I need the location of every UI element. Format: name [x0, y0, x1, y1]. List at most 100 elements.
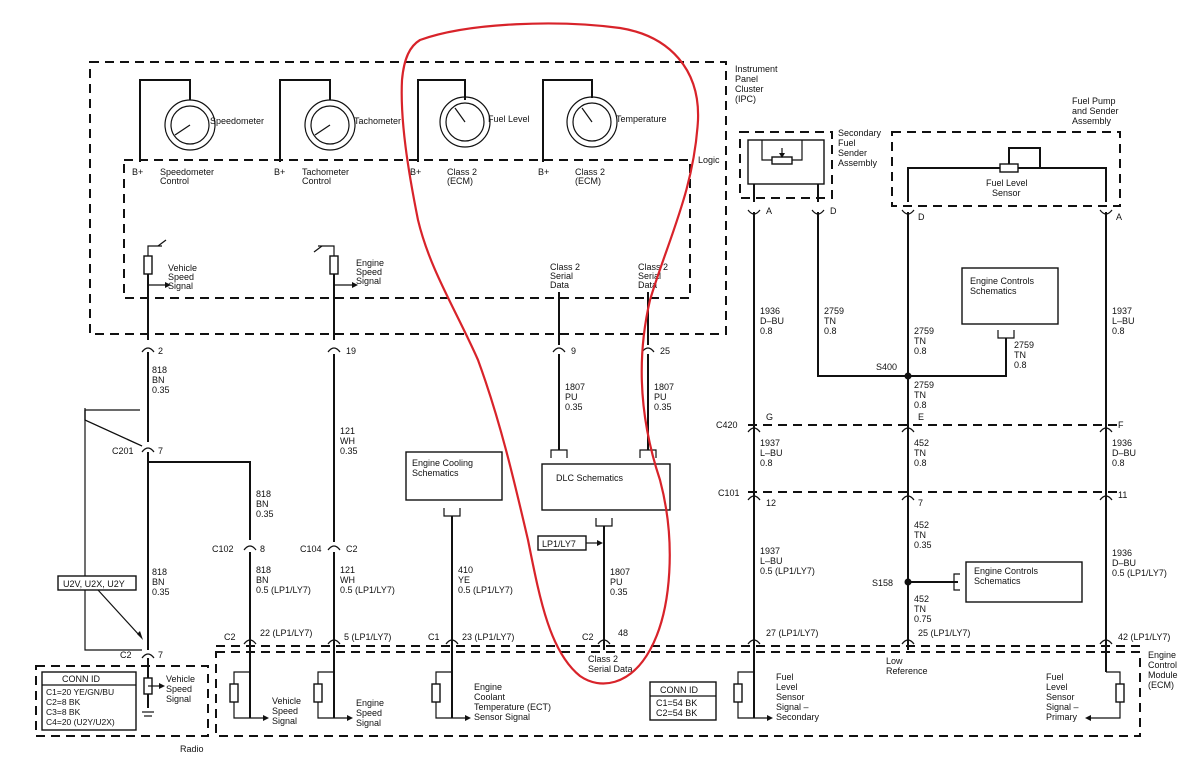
- svg-text:(IPC): (IPC): [735, 94, 756, 104]
- svg-text:5 (LP1/LY7): 5 (LP1/LY7): [344, 632, 391, 642]
- svg-text:B+: B+: [132, 167, 143, 177]
- secondary-fuel-sender: Secondary Fuel Sender Assembly A D: [739, 128, 882, 216]
- svg-text:Speed: Speed: [166, 684, 192, 694]
- svg-text:0.8: 0.8: [760, 458, 773, 468]
- svg-text:C2=54 BK: C2=54 BK: [656, 708, 697, 718]
- svg-text:Fuel: Fuel: [1046, 672, 1064, 682]
- svg-text:Reference: Reference: [886, 666, 928, 676]
- svg-text:Serial: Serial: [550, 271, 573, 281]
- svg-text:1937: 1937: [760, 438, 780, 448]
- svg-text:1807: 1807: [654, 382, 674, 392]
- svg-text:Vehicle: Vehicle: [272, 696, 301, 706]
- svg-text:Serial: Serial: [638, 271, 661, 281]
- svg-text:Data: Data: [550, 280, 569, 290]
- svg-text:Signal: Signal: [168, 281, 193, 291]
- svg-text:B+: B+: [410, 167, 421, 177]
- svg-text:TN: TN: [914, 336, 926, 346]
- vss-wire-run: 818 BN 0.35 C201 7 818 BN 0.35 C102 8 81…: [84, 352, 311, 651]
- svg-text:0.8: 0.8: [760, 326, 773, 336]
- svg-text:CONN ID: CONN ID: [62, 674, 101, 684]
- svg-text:Engine: Engine: [356, 698, 384, 708]
- u2v-option-tag: U2V, U2X, U2Y: [57, 575, 143, 640]
- svg-text:Module: Module: [1148, 670, 1178, 680]
- dlc-schematics-box[interactable]: 1807 PU 0.35 1807 PU 0.35 DLC Schematics…: [541, 354, 674, 650]
- svg-text:Tachometer: Tachometer: [354, 116, 401, 126]
- svg-text:Schematics: Schematics: [412, 468, 459, 478]
- svg-text:(ECM): (ECM): [575, 176, 601, 186]
- svg-text:1936: 1936: [1112, 548, 1132, 558]
- svg-text:Vehicle: Vehicle: [168, 263, 197, 273]
- svg-text:Signal: Signal: [356, 276, 381, 286]
- svg-text:2759: 2759: [914, 326, 934, 336]
- svg-text:22 (LP1/LY7): 22 (LP1/LY7): [260, 628, 312, 638]
- engine-controls-schematics-box-upper[interactable]: Engine Controls Schematics: [961, 267, 1059, 339]
- svg-text:410: 410: [458, 565, 473, 575]
- svg-text:C2: C2: [346, 544, 358, 554]
- svg-text:1937: 1937: [1112, 306, 1132, 316]
- svg-text:C102: C102: [212, 544, 234, 554]
- ecm-conn-id-table: CONN ID C1=54 BK C2=54 BK: [649, 681, 717, 721]
- svg-text:Assembly: Assembly: [838, 158, 878, 168]
- svg-text:Speedometer: Speedometer: [160, 167, 214, 177]
- ecm-low-reference: Low Reference: [886, 656, 928, 676]
- svg-text:TN: TN: [1014, 350, 1026, 360]
- svg-text:Low: Low: [886, 656, 903, 666]
- svg-text:2759: 2759: [914, 380, 934, 390]
- radio-connector: C2 7 Vehicle Speed Signal: [120, 650, 195, 717]
- svg-text:8: 8: [260, 544, 265, 554]
- c420-connector: C420 G E F: [716, 412, 1124, 433]
- svg-text:C4=20 (U2Y/U2X): C4=20 (U2Y/U2X): [46, 717, 115, 727]
- svg-text:(ECM): (ECM): [1148, 680, 1174, 690]
- svg-text:C104: C104: [300, 544, 322, 554]
- svg-text:Tachometer: Tachometer: [302, 167, 349, 177]
- svg-text:818: 818: [152, 567, 167, 577]
- svg-text:TN: TN: [824, 316, 836, 326]
- svg-text:11: 11: [1118, 490, 1127, 500]
- svg-text:818: 818: [152, 365, 167, 375]
- speedometer-gauge: Speedometer B+ Speedometer Control: [132, 79, 264, 186]
- svg-text:0.8: 0.8: [1112, 326, 1125, 336]
- ecm-engine-speed-circuit: Engine Speed Signal: [313, 646, 384, 728]
- svg-text:S400: S400: [876, 362, 897, 372]
- svg-text:Panel: Panel: [735, 74, 758, 84]
- logic-label: Logic: [698, 155, 720, 165]
- svg-text:Engine Cooling: Engine Cooling: [412, 458, 473, 468]
- fuel-sender-primary-wire: 1937 L–BU 0.8 1936 D–BU 0.8 1936 D–BU 0.…: [1105, 212, 1167, 650]
- ecm-title: Engine Control Module (ECM): [1148, 650, 1178, 690]
- svg-text:Vehicle: Vehicle: [166, 674, 195, 684]
- svg-text:9: 9: [571, 346, 576, 356]
- ecm-ect-circuit: Engine Coolant Temperature (ECT) Sensor …: [431, 646, 551, 722]
- svg-text:Level: Level: [1046, 682, 1068, 692]
- svg-text:Instrument: Instrument: [735, 64, 778, 74]
- svg-text:BN: BN: [256, 499, 269, 509]
- svg-text:0.35: 0.35: [914, 540, 932, 550]
- vss-input-circuit: Vehicle Speed Signal: [143, 239, 197, 340]
- svg-text:0.35: 0.35: [152, 385, 170, 395]
- engine-controls-schematics-box-lower[interactable]: Engine Controls Schematics: [965, 561, 1083, 603]
- svg-text:TN: TN: [914, 530, 926, 540]
- svg-text:E: E: [918, 412, 924, 422]
- svg-text:Schematics: Schematics: [974, 576, 1021, 586]
- svg-text:C2=8 BK: C2=8 BK: [46, 697, 81, 707]
- svg-text:C2: C2: [582, 632, 594, 642]
- svg-text:C201: C201: [112, 446, 134, 456]
- radio-label: Radio: [180, 744, 204, 754]
- engine-cooling-schematics-box[interactable]: Engine Cooling Schematics 410 YE 0.5 (LP…: [405, 451, 513, 650]
- svg-text:Engine: Engine: [1148, 650, 1176, 660]
- svg-text:Temperature: Temperature: [616, 114, 667, 124]
- svg-text:G: G: [766, 412, 773, 422]
- ecm-fuel-secondary-circuit: Fuel Level Sensor Signal – Secondary: [733, 646, 820, 722]
- svg-text:(ECM): (ECM): [447, 176, 473, 186]
- svg-text:F: F: [1118, 420, 1124, 430]
- svg-text:YE: YE: [458, 575, 470, 585]
- svg-text:Sensor: Sensor: [992, 188, 1021, 198]
- svg-text:Assembly: Assembly: [1072, 116, 1112, 126]
- svg-text:Sensor: Sensor: [776, 692, 805, 702]
- svg-text:Level: Level: [776, 682, 798, 692]
- svg-text:0.35: 0.35: [610, 587, 628, 597]
- svg-text:B+: B+: [538, 167, 549, 177]
- svg-text:BN: BN: [152, 375, 165, 385]
- svg-text:0.35: 0.35: [654, 402, 672, 412]
- svg-text:Speed: Speed: [272, 706, 298, 716]
